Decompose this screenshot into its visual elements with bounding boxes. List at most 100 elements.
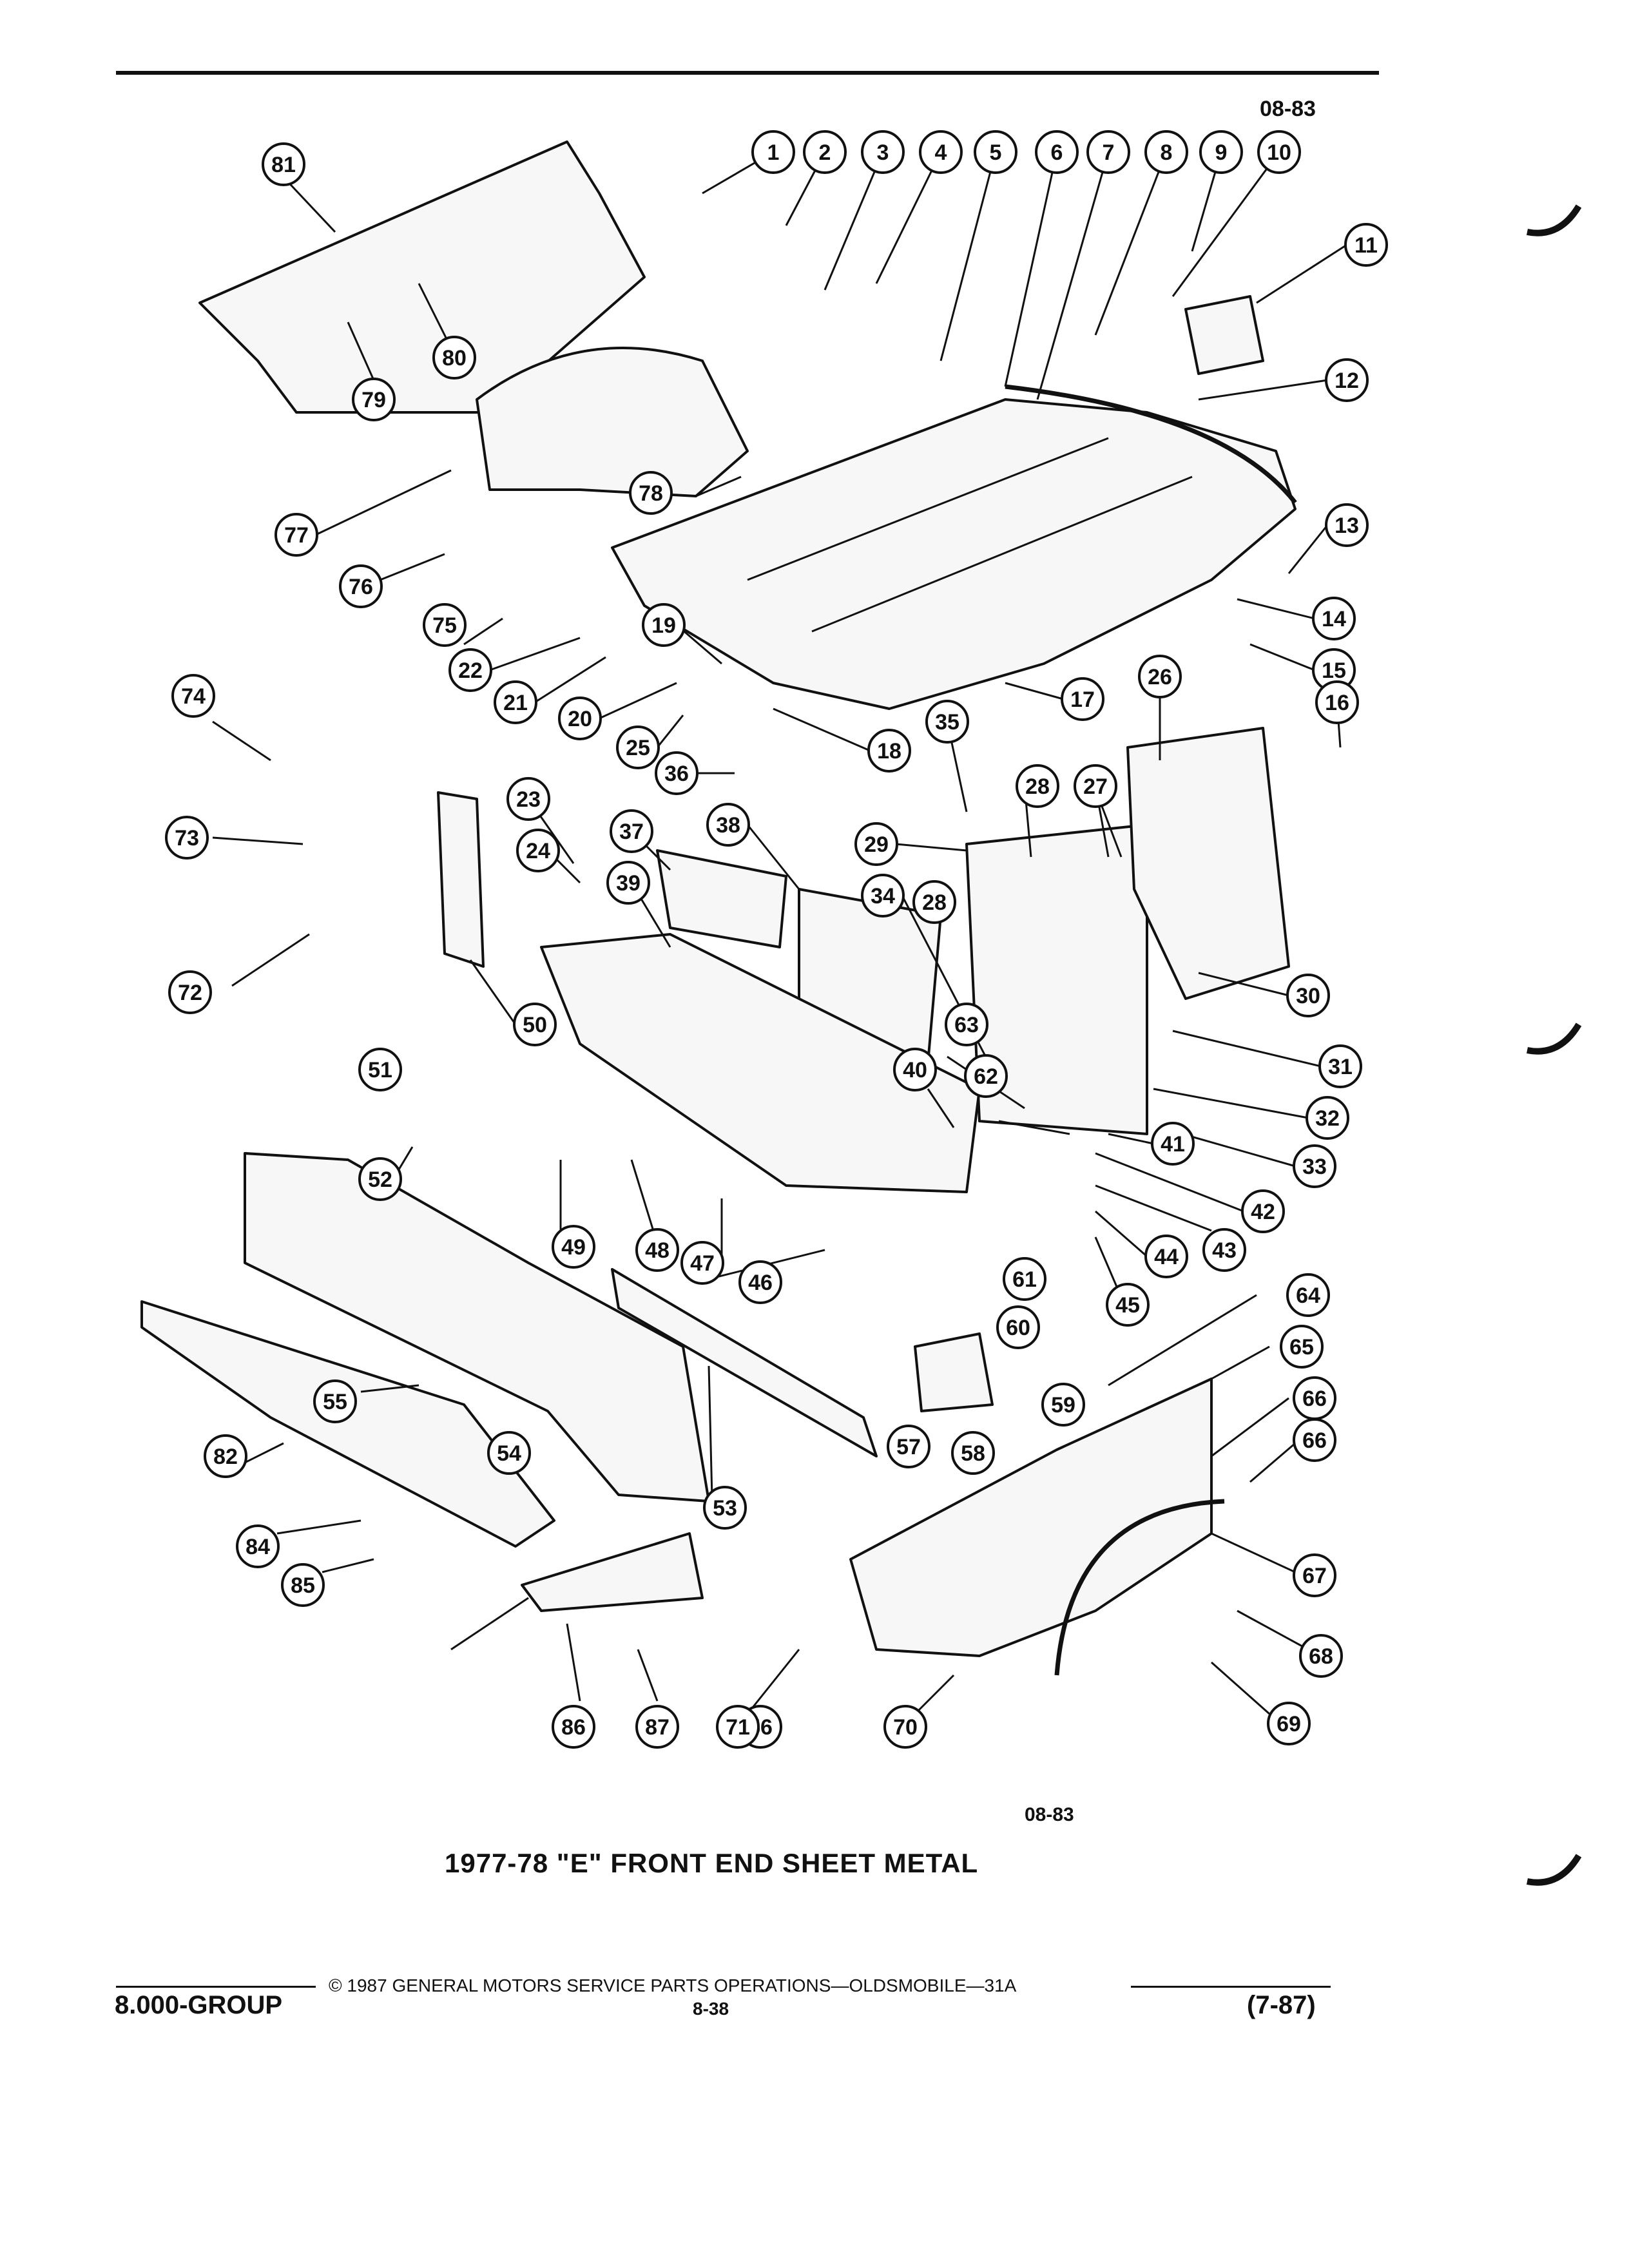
callout-number: 64 (1296, 1283, 1320, 1308)
inner-wheelhouse (476, 347, 749, 497)
fan-shroud (1126, 727, 1290, 1000)
page-code-top: 08-83 (1260, 97, 1316, 121)
callout-71: 71 (716, 1705, 760, 1749)
callout-12: 12 (1325, 358, 1369, 402)
callout-66: 66 (1293, 1418, 1336, 1462)
callout-86: 86 (552, 1705, 595, 1749)
callout-5: 5 (974, 130, 1017, 174)
callout-33: 33 (1293, 1144, 1336, 1188)
callout-number: 57 (896, 1435, 921, 1459)
callout-number: 39 (616, 871, 641, 896)
top-rule (116, 71, 1379, 75)
callout-number: 82 (213, 1445, 238, 1469)
callout-number: 26 (1148, 665, 1172, 689)
callout-80: 80 (432, 336, 476, 380)
callout-13: 13 (1325, 503, 1369, 547)
callout-number: 86 (561, 1715, 586, 1740)
callout-number: 12 (1335, 369, 1359, 393)
callout-81: 81 (262, 142, 305, 186)
bumper-filler (140, 1300, 555, 1548)
callout-number: 58 (961, 1441, 985, 1466)
callout-70: 70 (883, 1705, 927, 1749)
part-outlines (140, 140, 1297, 1676)
callout-73: 73 (165, 816, 209, 860)
callout-number: 62 (974, 1064, 998, 1089)
callout-number: 34 (871, 884, 895, 908)
callout-41: 41 (1151, 1122, 1195, 1166)
callout-6: 6 (1035, 130, 1079, 174)
callout-number: 29 (864, 832, 889, 857)
callout-number: 18 (877, 739, 901, 764)
callout-number: 75 (432, 613, 457, 638)
callout-4: 4 (919, 130, 963, 174)
callout-67: 67 (1293, 1553, 1336, 1597)
callout-14: 14 (1312, 597, 1356, 640)
callout-2: 2 (803, 130, 847, 174)
footer-page: 8-38 (693, 1999, 729, 2019)
wheel-opening-molding (1054, 1499, 1225, 1676)
callout-34: 34 (861, 874, 905, 918)
callout-17: 17 (1061, 677, 1104, 721)
callout-47: 47 (680, 1241, 724, 1285)
callout-36: 36 (655, 751, 699, 795)
callout-64: 64 (1286, 1273, 1330, 1317)
callout-number: 66 (1302, 1387, 1327, 1411)
callout-number: 66 (1302, 1428, 1327, 1453)
callout-number: 35 (935, 710, 959, 735)
callout-32: 32 (1306, 1096, 1349, 1140)
grille-panel (611, 1268, 878, 1457)
callout-19: 19 (642, 603, 686, 647)
callout-number: 70 (893, 1715, 918, 1740)
callout-number: 53 (713, 1496, 737, 1521)
washer-jar (1184, 295, 1264, 375)
callout-66: 66 (1293, 1376, 1336, 1420)
callout-58: 58 (951, 1431, 995, 1475)
callout-number: 11 (1354, 233, 1378, 258)
callout-number: 52 (368, 1168, 392, 1192)
callout-45: 45 (1106, 1283, 1150, 1327)
callout-7: 7 (1086, 130, 1130, 174)
callout-43: 43 (1202, 1228, 1246, 1272)
callout-number: 44 (1154, 1245, 1179, 1269)
callout-number: 4 (935, 140, 947, 165)
callout-number: 61 (1012, 1267, 1037, 1292)
callout-1: 1 (751, 130, 795, 174)
callout-number: 30 (1296, 984, 1320, 1008)
callout-number: 60 (1006, 1316, 1030, 1340)
callout-number: 85 (291, 1573, 315, 1598)
callout-37: 37 (610, 809, 653, 853)
callout-10: 10 (1257, 130, 1301, 174)
callout-46: 46 (738, 1260, 782, 1304)
callout-number: 5 (990, 140, 1002, 165)
callout-number: 21 (503, 691, 528, 715)
callout-84: 84 (236, 1524, 280, 1568)
callout-number: 36 (664, 762, 689, 786)
callout-number: 80 (442, 346, 467, 370)
callout-number: 9 (1215, 140, 1228, 165)
callout-number: 6 (1051, 140, 1063, 165)
callout-number: 45 (1115, 1293, 1140, 1318)
callout-57: 57 (887, 1425, 930, 1468)
callout-number: 46 (748, 1271, 773, 1295)
radiator-baffle (656, 849, 787, 948)
callout-number: 78 (639, 481, 663, 506)
footer-group: 8.000-GROUP (115, 1991, 283, 2019)
callout-number: 3 (877, 140, 889, 165)
callout-number: 8 (1161, 140, 1173, 165)
callout-number: 63 (954, 1013, 979, 1037)
callout-44: 44 (1144, 1235, 1188, 1278)
callout-24: 24 (516, 829, 560, 872)
diagram-title: 1977-78 "E" FRONT END SHEET METAL (445, 1848, 979, 1878)
left-fender-top (198, 140, 646, 414)
coolant-tank (914, 1332, 994, 1412)
callout-22: 22 (448, 648, 492, 692)
callout-number: 14 (1322, 607, 1346, 631)
callout-59: 59 (1041, 1383, 1085, 1427)
callout-number: 54 (497, 1441, 521, 1466)
callout-79: 79 (352, 378, 396, 421)
callout-number: 74 (181, 684, 206, 709)
callout-9: 9 (1199, 130, 1243, 174)
callout-51: 51 (358, 1048, 402, 1091)
callout-number: 38 (716, 813, 740, 838)
